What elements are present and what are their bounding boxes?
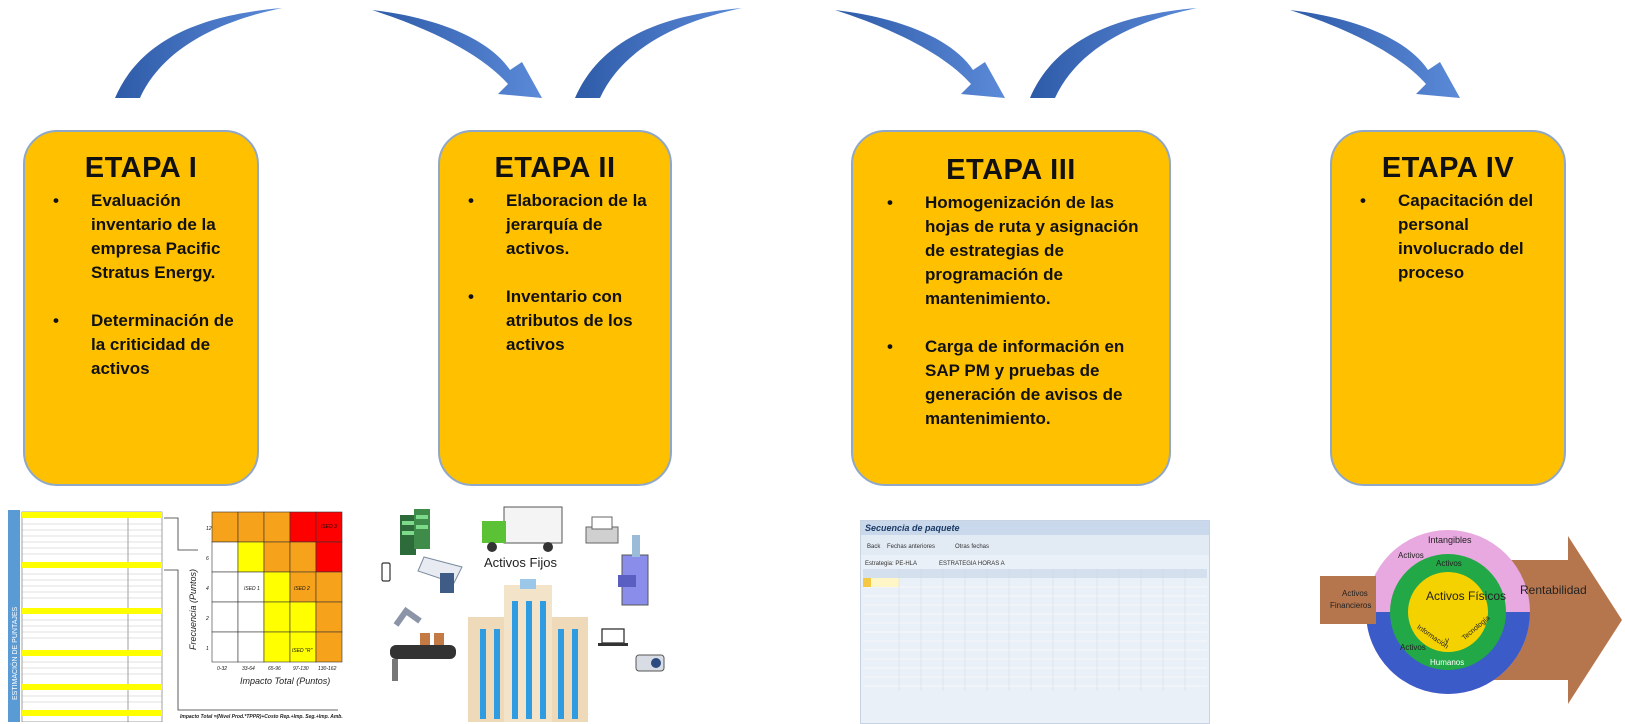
svg-text:130-162: 130-162 [318,666,337,672]
svg-text:ISED 2: ISED 2 [294,586,310,592]
sap-strategy-name: ESTRATEGIA HORAS A [939,561,1005,567]
sap-other-dates-button[interactable]: Otras fechas [955,544,989,550]
stage-3-bullet-2: Carga de información en SAP PM y pruebas… [887,335,1149,431]
sap-prev-dates-button[interactable]: Fechas anteriores [887,544,935,550]
svg-text:97-130: 97-130 [293,666,309,672]
fixed-assets-image: Activos Fijos [380,505,700,722]
stage-1-bullet-1: Evaluación inventario de la empresa Paci… [53,189,243,285]
label-outer-left-top: Activos [1398,551,1424,560]
label-rentabilidad: Rentabilidad [1520,583,1587,597]
arrow-arc-3 [1030,8,1197,98]
score-side-label: ESTIMACIÓN DE PUNTAJES [10,606,19,700]
arrow-arc-2 [575,8,742,98]
desk-icon [417,556,463,593]
svg-text:33-64: 33-64 [242,666,255,672]
sap-screenshot-image: Secuencia de paquete Back Fechas anterio… [860,520,1210,724]
svg-text:12: 12 [206,526,212,532]
sap-title: Secuencia de paquete [865,523,960,533]
svg-text:4: 4 [206,586,209,592]
svg-text:2: 2 [205,616,209,622]
svg-text:1: 1 [206,646,209,652]
arrow-head-2 [835,10,1005,98]
projector-icon [635,654,665,672]
arrow-head-1 [372,10,542,98]
phone-icon [381,562,391,582]
matrix-y-axis-label: Frecuencia (Puntos) [188,569,198,650]
robot-arm-icon [390,606,456,681]
stage-1-title: ETAPA I [84,152,198,184]
label-financial-2: Financieros [1330,601,1371,610]
svg-text:ISED 3: ISED 3 [321,524,337,530]
arrow-arc-1 [115,8,282,98]
stage-2: ETAPA II Elaboracion de la jerarquía de … [438,130,672,486]
stage-2-bullet-2: Inventario con atributos de los activos [468,285,656,357]
stage-4-bullet-1: Capacitación del personal involucrado de… [1360,189,1552,285]
server-icon [400,509,430,555]
label-center: Activos Físicos [1426,589,1506,603]
svg-text:6: 6 [206,556,209,562]
building-icon [468,579,588,722]
label-intangibles: Intangibles [1428,535,1472,545]
label-inner-top: Activos [1436,559,1462,568]
stage-1: ETAPA I Evaluación inventario de la empr… [23,130,259,486]
stage-2-title: ETAPA II [494,152,616,184]
stage-3: ETAPA III Homogenización de las hojas de… [851,130,1171,486]
matrix-formula: Impacto Total =(Nivel Prod.*TPPR)+Costo … [180,714,343,720]
svg-text:ISED 1: ISED 1 [244,586,260,592]
label-financial-1: Activos [1342,589,1368,598]
stage-3-bullet-1: Homogenización de las hojas de ruta y as… [887,191,1149,311]
assets-label: Activos Fijos [484,555,557,570]
stage-2-bullet-1: Elaboracion de la jerarquía de activos. [468,189,656,261]
process-arrows [115,8,1460,98]
printer-icon [585,516,619,544]
matrix-x-axis-label: Impacto Total (Puntos) [240,676,330,686]
physical-assets-diagram: Intangibles Activos Activos Financieros … [1318,508,1625,722]
truck-icon [482,506,563,552]
label-human-2: Humanos [1430,658,1464,667]
stage-1-bullet-2: Determinación de la criticidad de activo… [53,309,243,381]
stage-3-title: ETAPA III [946,154,1076,186]
sap-strategy: Estrategia: PE-HLA [865,561,917,567]
svg-text:ISED "R": ISED "R" [292,648,312,654]
stage-4: ETAPA IV Capacitación del personal invol… [1330,130,1566,486]
criticality-matrix-image: ESTIMACIÓN DE PUNTAJES Frecuencia (P [8,510,353,722]
stage-4-title: ETAPA IV [1381,152,1515,184]
svg-text:0-32: 0-32 [217,666,227,672]
label-y: y [1445,636,1449,645]
machine-icon [618,535,649,606]
laptop-icon [598,628,628,646]
label-human-1: Activos [1400,643,1426,652]
svg-text:65-96: 65-96 [268,666,281,672]
sap-back-button[interactable]: Back [867,544,881,550]
arrow-head-3 [1290,10,1460,98]
